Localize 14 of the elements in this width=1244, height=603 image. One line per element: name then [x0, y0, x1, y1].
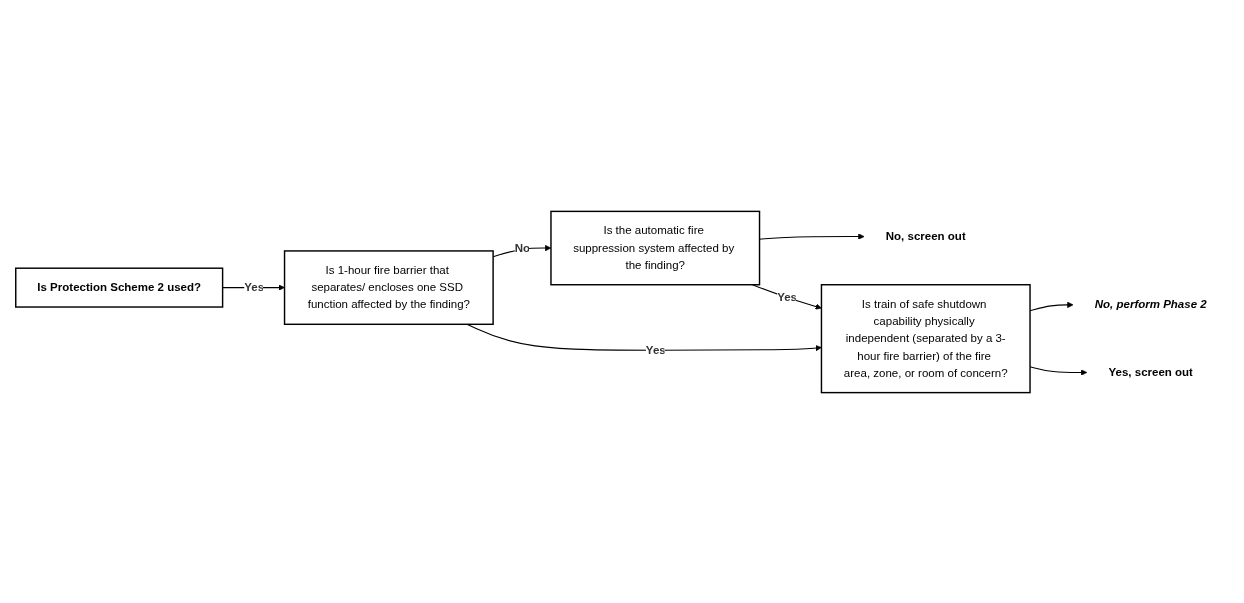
edge-label: Yes — [645, 343, 666, 356]
arrow — [466, 323, 822, 351]
node-text: No, screen out — [885, 229, 966, 242]
edge-label: Yes — [777, 290, 797, 303]
edge-label: Yes — [244, 280, 265, 293]
edge-label: No — [514, 241, 531, 254]
node-text: No, perform Phase 2 — [1094, 297, 1207, 311]
node-box: Is 1-hour fire barrier that separates/ encloses one SSD function affected by the finding? — [283, 249, 494, 325]
arrow — [759, 232, 865, 240]
node-box: Is the automatic fire suppression system affected by the finding? — [550, 210, 761, 285]
node-text: Yes, screen out — [1108, 365, 1193, 378]
arrow — [751, 283, 822, 310]
node-box: Is Protection Scheme 2 used? — [15, 266, 224, 308]
node-box: Is train of safe shutdown capability physically independent (separated by a 3-hour fire barrier) of the fire area, zone, or room of concern? — [820, 283, 1031, 393]
